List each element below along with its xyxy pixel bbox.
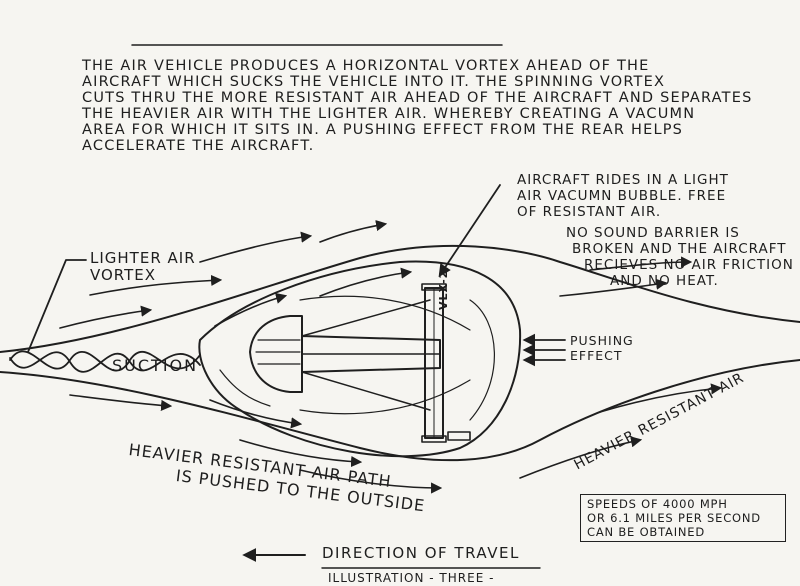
bubble-label-line: AIR VACUMN BUBBLE. FREE: [517, 188, 727, 204]
illustration-caption: ILLUSTRATION - THREE -: [328, 571, 495, 585]
outer-envelope-bottom: [0, 359, 800, 462]
aircraft-tag: VLX-2: [437, 269, 450, 310]
flow-arrow: [319, 267, 413, 297]
sound-label-line: NO SOUND BARRIER IS: [566, 225, 740, 241]
speeds-line: SPEEDS OF 4000 MPH: [587, 497, 728, 511]
aircraft-strut: [301, 299, 431, 337]
flow-arrow: [319, 220, 388, 243]
pushing-label-line: EFFECT: [570, 348, 623, 363]
sound-label-line: BROKEN AND THE AIRCRAFT: [572, 241, 787, 257]
vortex-tail-lower: [9, 351, 201, 373]
bubble-leader: [438, 184, 501, 278]
intro-line: THE HEAVIER AIR WITH THE LIGHTER AIR. WH…: [82, 106, 696, 122]
flow-arrow: [559, 278, 668, 297]
wing-tip-bottom: [421, 435, 447, 443]
flow-arrow: [89, 274, 223, 296]
speeds-line: CAN BE OBTAINED: [587, 525, 706, 539]
aircraft-strut: [301, 371, 431, 411]
bubble-label: AIRCRAFT RIDES IN A LIGHT AIR VACUMN BUB…: [517, 172, 729, 220]
pushing-effect-label: PUSHING EFFECT: [570, 333, 634, 363]
flow-arrow: [69, 394, 173, 411]
swirl-line: [299, 379, 471, 415]
swirl-line: [469, 299, 495, 421]
sound-label-line: RECIEVES NO AIR FRICTION: [584, 257, 794, 273]
flow-arrow: [589, 256, 693, 271]
flow-arrow: [519, 436, 643, 479]
outer-envelope-top: [0, 244, 800, 353]
aircraft-dome: [249, 315, 303, 393]
lighter-air-label: LIGHTER AIR VORTEX: [90, 250, 196, 284]
flow-arrow: [299, 469, 443, 494]
suction-label: SUCTION: [112, 356, 199, 375]
sound-barrier-label: NO SOUND BARRIER IS BROKEN AND THE AIRCR…: [562, 225, 794, 289]
intro-line: AIRCRAFT WHICH SUCKS THE VEHICLE INTO IT…: [82, 74, 666, 90]
aircraft-fuselage: [301, 335, 441, 373]
pushing-label-line: PUSHING: [570, 333, 634, 348]
flow-arrow: [199, 231, 313, 263]
wing-tip-bottom: [447, 431, 471, 441]
intro-line: AREA FOR WHICH IT SITS IN. A PUSHING EFF…: [82, 122, 684, 138]
intro-line: CUTS THRU THE MORE RESISTANT AIR AHEAD O…: [82, 90, 753, 106]
flow-arrow: [239, 439, 363, 468]
lighter-label-line: VORTEX: [90, 266, 157, 284]
flow-arrow: [59, 305, 153, 329]
intro-line: THE AIR VEHICLE PRODUCES A HORIZONTAL VO…: [82, 58, 650, 74]
bubble-label-line: OF RESISTANT AIR.: [517, 204, 662, 220]
flow-arrow: [209, 399, 303, 429]
flow-arrow: [214, 292, 288, 327]
flow-arrow: [599, 383, 723, 413]
wing-tip-top: [421, 283, 447, 291]
direction-label: DIRECTION OF TRAVEL: [322, 544, 520, 562]
intro-line: ACCELERATE THE AIRCRAFT.: [82, 138, 315, 154]
speeds-line: OR 6.1 MILES PER SECOND: [587, 511, 761, 525]
swirl-line: [299, 295, 471, 331]
swirl-line: [219, 369, 271, 407]
intro-paragraph: THE AIR VEHICLE PRODUCES A HORIZONTAL VO…: [82, 58, 753, 154]
sound-label-line: AND NO HEAT.: [610, 273, 719, 289]
bubble-label-line: AIRCRAFT RIDES IN A LIGHT: [517, 172, 729, 188]
lighter-label-line: LIGHTER AIR: [90, 249, 196, 267]
speeds-box: SPEEDS OF 4000 MPH OR 6.1 MILES PER SECO…: [580, 494, 786, 542]
vacuum-bubble: [198, 260, 522, 458]
lighter-leader: [27, 259, 87, 353]
